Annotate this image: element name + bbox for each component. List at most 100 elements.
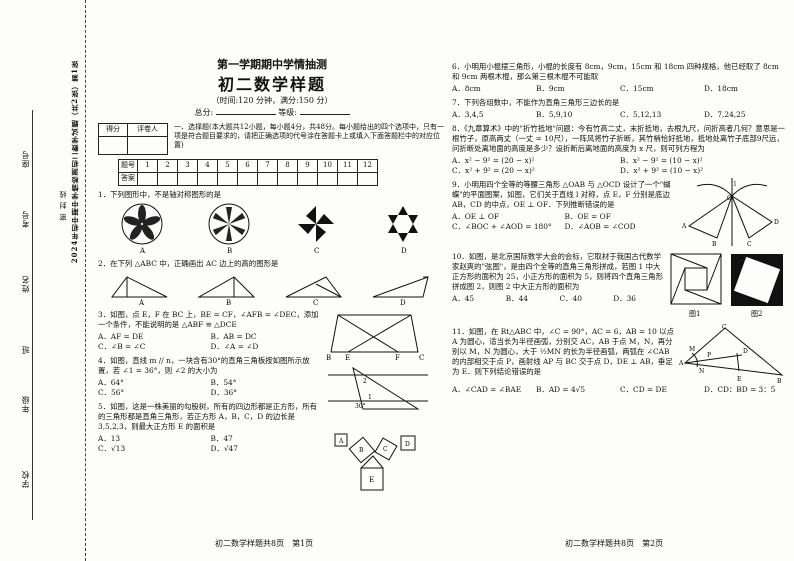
- svg-text:E: E: [737, 376, 741, 383]
- grade-label: 年级: [21, 395, 30, 413]
- answer-input-cell[interactable]: [297, 172, 318, 187]
- answer-input-cell[interactable]: [257, 172, 278, 187]
- answer-input-cell[interactable]: [217, 172, 238, 187]
- answer-input-cell[interactable]: [277, 172, 298, 187]
- q1-label-a: A: [139, 247, 146, 255]
- answer-input-cell[interactable]: [237, 172, 258, 187]
- exam-title: 第一学期期中学情抽测: [217, 58, 327, 71]
- answer-input-cell[interactable]: [157, 172, 178, 187]
- q2-figure-d: D: [372, 276, 429, 306]
- question-9: 9．小明用四个全等的等腰三角形 △OAB 与 △OCD 设计了一个"蝴蝶"的平面…: [452, 179, 671, 209]
- q3-options: A．AF = DE B．AB = DC C．∠B = ∠C D．∠A = ∠D: [98, 332, 323, 352]
- q9-options: A．OE ⊥ OF B．OE = OF C．∠BOC + ∠AOD = 180°…: [452, 212, 677, 232]
- q10-option-d[interactable]: D．36: [613, 293, 636, 303]
- q11-options: A．∠CAD = ∠BAE B．AD = 4√5 C．CD = DE D．CD：…: [452, 385, 788, 395]
- question-1: 1．下列图形中，不是轴对称图形的是: [98, 190, 221, 200]
- q10-option-c[interactable]: C．40: [559, 293, 582, 303]
- svg-text:E: E: [345, 354, 350, 360]
- answer-input-cell[interactable]: [317, 172, 338, 187]
- answer-number-cell: 1: [137, 159, 158, 174]
- name-label: 姓名: [21, 275, 30, 293]
- q5-option-d[interactable]: D．√47: [210, 443, 238, 453]
- svg-text:1: 1: [368, 394, 372, 401]
- q7-option-b[interactable]: B．5,9,10: [536, 109, 573, 119]
- q10-option-a[interactable]: A．45: [452, 293, 475, 303]
- exam-subtitle: 初二数学样题: [217, 74, 326, 94]
- footer-left: 初二数学样题共8页 第1页: [215, 539, 314, 548]
- answer-number-cell: 12: [357, 159, 378, 174]
- q9-option-c[interactable]: C．∠BOC + ∠AOD = 180°: [452, 221, 552, 231]
- q11-option-a[interactable]: A．∠CAD = ∠BAE: [452, 384, 522, 394]
- q9-option-a[interactable]: A．OE ⊥ OF: [452, 211, 500, 221]
- q5-option-c[interactable]: C．√13: [98, 443, 126, 453]
- q2-figure-b: B: [196, 276, 255, 306]
- q6-option-c[interactable]: C．15cm: [620, 83, 654, 93]
- q10-fig1-label: 图1: [689, 310, 700, 318]
- q8-option-c[interactable]: C．x² + 9² = (20 − x)²: [452, 165, 535, 175]
- q8-option-b[interactable]: B．x² − 9² = (10 − x)²: [620, 155, 703, 165]
- q11-option-d[interactable]: D．CD：BD = 3：5: [704, 384, 776, 394]
- answer-number-cell: 8: [277, 159, 298, 174]
- q1-figure-a: A: [121, 203, 162, 255]
- q10-option-b[interactable]: B．44: [505, 293, 528, 303]
- answer-input-cell[interactable]: [357, 172, 378, 187]
- q3-option-c[interactable]: C．∠B = ∠C: [98, 341, 146, 351]
- q11-option-c[interactable]: C．CD = DE: [620, 384, 667, 394]
- q6-option-b[interactable]: B．9cm: [536, 83, 565, 93]
- svg-text:2: 2: [363, 378, 367, 385]
- answer-table-header: 题号: [118, 159, 138, 174]
- answer-input-cell[interactable]: [197, 172, 218, 187]
- q4-option-a[interactable]: A．64°: [98, 377, 124, 387]
- q11-option-b[interactable]: B．AD = 4√5: [536, 384, 586, 394]
- q8-options: A．x² − 9² = (20 − x)² B．x² − 9² = (10 − …: [452, 156, 788, 176]
- q5-option-b[interactable]: B．47: [210, 433, 233, 443]
- svg-text:E: E: [369, 476, 374, 484]
- question-3: 3．如图，点 E，F 在 BC 上，BE = CF，∠AFB = ∠DEC，添加…: [98, 310, 319, 329]
- svg-text:A: A: [681, 223, 687, 230]
- q7-option-d[interactable]: D．7,24,25: [704, 109, 746, 119]
- q9-option-d[interactable]: D．∠AOB = ∠COD: [564, 221, 636, 231]
- q8-option-d[interactable]: D．x² + 9² = (10 − x)²: [620, 165, 704, 175]
- score-line: 总分: 等级:: [98, 108, 446, 119]
- grader-label: 评卷人: [127, 123, 168, 138]
- q1-figure-b: B: [208, 203, 249, 255]
- question-6: 6．小明用小棍摆三角形，小棍的长度有 8cm，9cm，15cm 和 18cm 四…: [452, 62, 779, 81]
- q6-option-a[interactable]: A．8cm: [452, 83, 481, 93]
- q4-option-b[interactable]: B．54°: [210, 377, 237, 387]
- answer-input-cell[interactable]: [177, 172, 198, 187]
- svg-text:B: B: [712, 241, 717, 248]
- q1-label-d: D: [401, 247, 407, 255]
- q2-figure-c: C: [285, 276, 342, 306]
- q4-option-c[interactable]: C．56°: [98, 387, 125, 397]
- q6-options: A．8cm B．9cm C．15cm D．18cm: [452, 84, 788, 94]
- seal-line-label: 密 封 线: [59, 190, 67, 221]
- binding-strip: 座号 考号 姓名 班 年级 学校 密 封 线 2024年初中期中学情检测初二数学…: [0, 0, 86, 561]
- svg-text:A: A: [678, 360, 684, 367]
- answer-input-cell[interactable]: [337, 172, 358, 187]
- q5-option-a[interactable]: A．13: [98, 433, 121, 443]
- q2-figure-a: A: [110, 276, 167, 306]
- q6-option-d[interactable]: D．18cm: [704, 83, 738, 93]
- q10-fig2-label: 图2: [751, 310, 762, 318]
- q7-option-c[interactable]: C．5,12,13: [620, 109, 662, 119]
- q4-option-d[interactable]: D．36°: [210, 387, 237, 397]
- svg-text:30°: 30°: [355, 403, 366, 410]
- svg-text:B: B: [226, 299, 231, 306]
- q3-option-d[interactable]: D．∠A = ∠D: [210, 341, 259, 351]
- q7-option-a[interactable]: A．3,4,5: [452, 109, 484, 119]
- svg-text:C: C: [419, 354, 424, 360]
- left-page: 第一学期期中学情抽测 初二数学样题 （时间:120 分钟，满分:150 分） 总…: [97, 58, 446, 499]
- svg-text:F: F: [395, 354, 400, 360]
- q7-options: A．3,4,5 B．5,9,10 C．5,12,13 D．7,24,25: [452, 110, 788, 120]
- q3-option-a[interactable]: A．AF = DE: [98, 331, 144, 341]
- q8-option-a[interactable]: A．x² − 9² = (20 − x)²: [452, 155, 535, 165]
- school-label: 学校: [21, 470, 30, 488]
- q3-option-b[interactable]: B．AB = DC: [210, 331, 257, 341]
- q9-option-b[interactable]: B．OE = OF: [564, 211, 611, 221]
- question-10: 10．如图，是北京国际数学大会的会标，它取材于我国古代数学家赵爽的"弦图"，是由…: [452, 251, 663, 291]
- svg-text:D: D: [743, 348, 748, 355]
- answer-input-cell[interactable]: [137, 172, 158, 187]
